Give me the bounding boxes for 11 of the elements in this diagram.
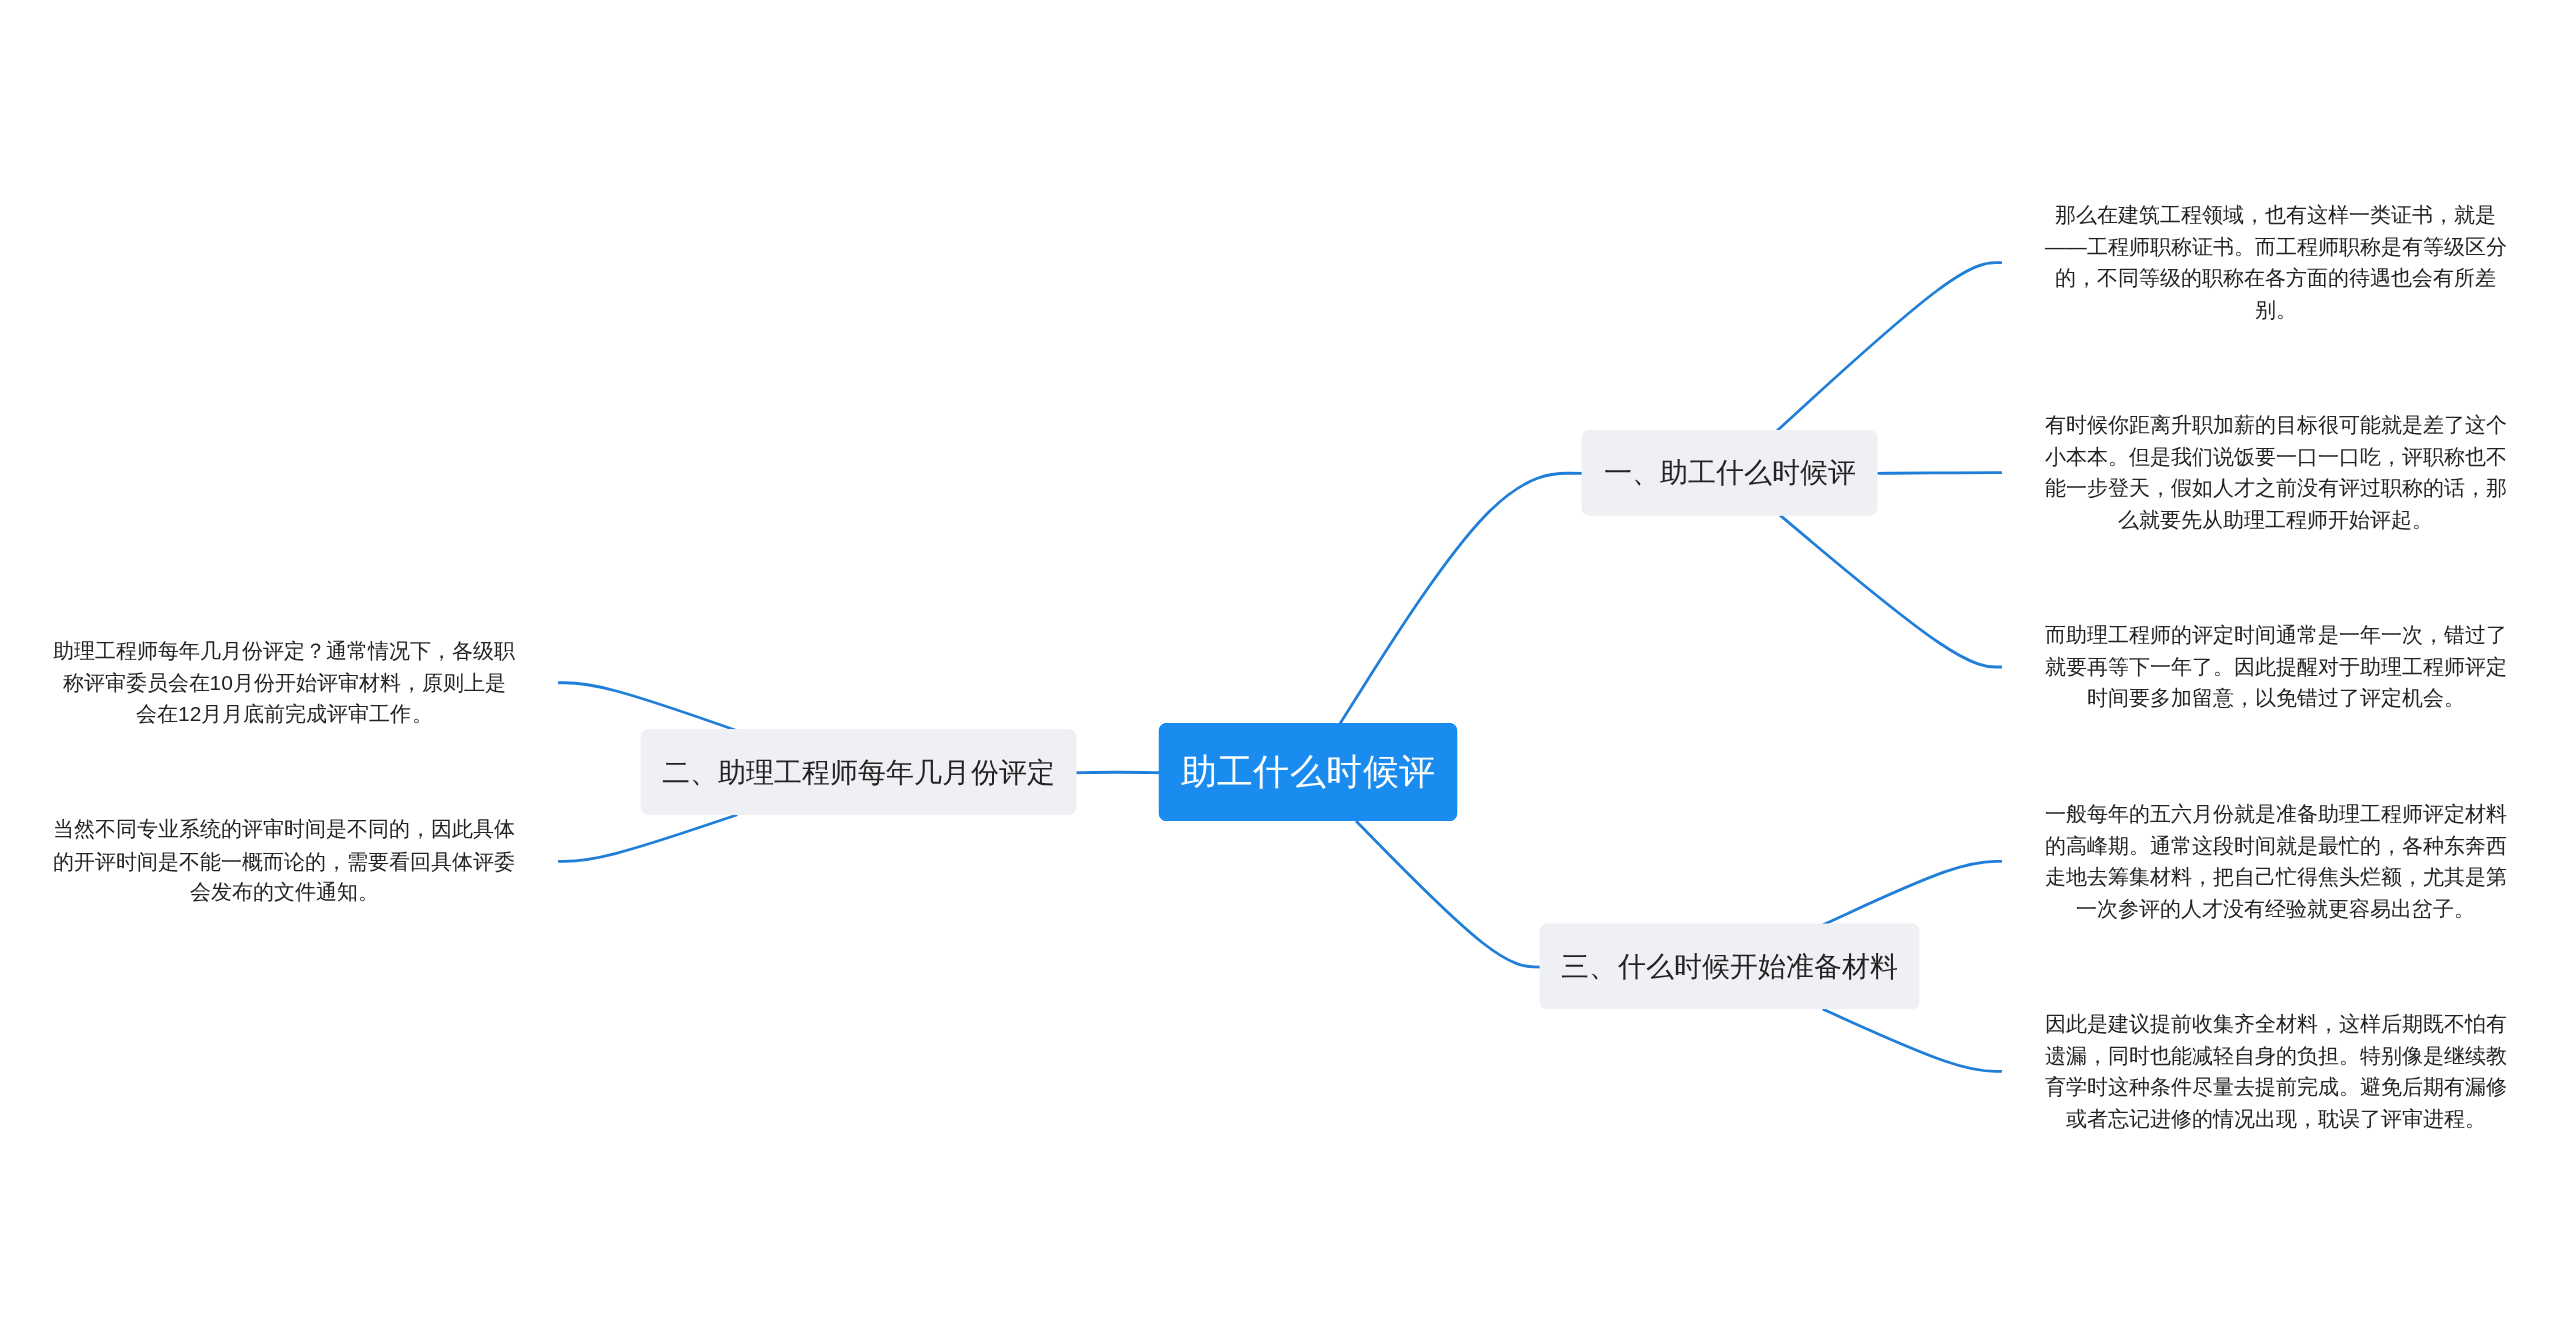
connector [1877, 471, 2003, 475]
connector [557, 813, 738, 863]
connector [1779, 514, 2003, 669]
node-text: 而助理工程师的评定时间通常是一年一次，错过了就要再等下一年了。因此提醒对于助理工程师评定时间要多加留意，以免错过了评定机会。 [2044, 622, 2507, 710]
connector [1822, 1007, 2003, 1073]
node-text: 助理工程师每年几月份评定？通常情况下，各级职称评审委员会在10月份开始评审材料，原则上是会在12月月底前完成评审工作。 [53, 638, 516, 726]
node-text: 一般每年的五六月份就是准备助理工程师评定材料的高峰期。通常这段时间就是最忙的，各种东奔西走地去筹集材料，把自己忙得焦头烂额，尤其是第一次参评的人才没有经验就更容易出岔子。 [2044, 801, 2507, 920]
node-text: 当然不同专业系统的评审时间是不同的，因此具体的开评时间是不能一概而论的，需要看回具体评委会发布的文件通知。 [53, 816, 516, 904]
node-text: 那么在建筑工程领域，也有这样一类证书，就是——工程师职称证书。而工程师职称是有等级区分的，不同等级的职称在各方面的待遇也会有所差别。 [2044, 202, 2507, 321]
node-text: 有时候你距离升职加薪的目标很可能就是差了这个小本本。但是我们说饭要一口一口吃，评职称也不能一步登天，假如人才之前没有评过职称的话，那么就要先从助理工程师开始评起。 [2044, 412, 2507, 531]
node-text: 因此是建议提前收集齐全材料，这样后期既不怕有遗漏，同时也能减轻自身的负担。特别像是继续教育学时这种条件尽量去提前完成。避免后期有漏修或者忘记进修的情况出现，耽误了评审进程。 [2044, 1011, 2507, 1130]
